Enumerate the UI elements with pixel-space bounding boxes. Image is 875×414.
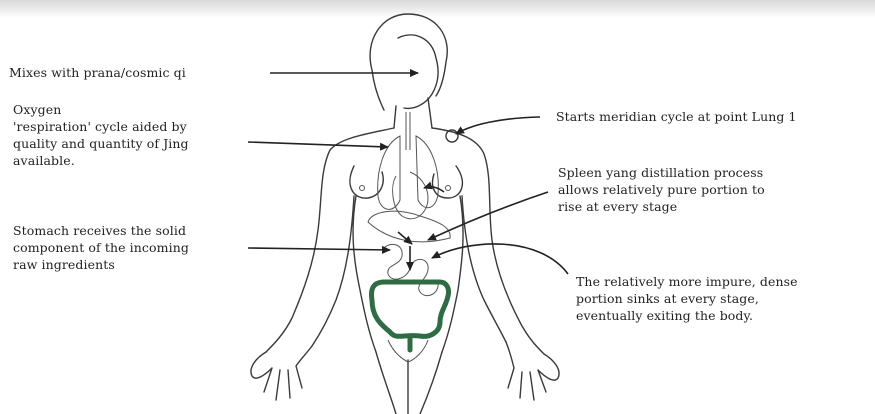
label-line: Spleen yang distillation process xyxy=(558,164,765,181)
label-line: portion sinks at every stage, xyxy=(576,290,798,307)
hand-left xyxy=(251,346,312,400)
stomach-organ xyxy=(393,172,428,219)
label-line: The relatively more impure, dense xyxy=(576,273,798,290)
torso-outline-right xyxy=(432,128,544,354)
hair-outline xyxy=(370,14,447,110)
label-line: Stomach receives the solid xyxy=(13,222,189,239)
nipple-left xyxy=(360,186,365,191)
label-line: Starts meridian cycle at point Lung 1 xyxy=(556,108,797,125)
arm-inner-right xyxy=(462,196,506,342)
label-prana: Mixes with prana/cosmic qi xyxy=(9,64,186,81)
waist-left xyxy=(353,196,376,352)
label-spleen: Spleen yang distillation process allows … xyxy=(558,164,765,215)
hand-right xyxy=(506,342,559,400)
label-line: Mixes with prana/cosmic qi xyxy=(9,64,186,81)
arrow-impure xyxy=(432,244,568,274)
nipple-right xyxy=(446,186,451,191)
label-line: 'respiration' cycle aided by xyxy=(13,118,189,135)
arrow-side-flow xyxy=(398,232,412,244)
neck-outline xyxy=(394,98,432,128)
label-line: available. xyxy=(13,152,189,169)
label-line: Oxygen xyxy=(13,101,189,118)
lung-right xyxy=(416,136,438,208)
label-line: allows relatively pure portion to xyxy=(558,181,765,198)
label-line: eventually exiting the body. xyxy=(576,307,798,324)
arm-inner-left xyxy=(312,196,354,346)
liver-organ xyxy=(368,211,450,242)
label-meridian: Starts meridian cycle at point Lung 1 xyxy=(556,108,797,125)
face-outline xyxy=(398,35,438,108)
label-stomach: Stomach receives the solid component of … xyxy=(13,222,189,273)
label-line: quality and quantity of Jing xyxy=(13,135,189,152)
waist-right xyxy=(442,196,463,352)
arrow-meridian xyxy=(456,117,540,134)
arrow-stomach-inflow xyxy=(248,248,390,250)
label-impure: The relatively more impure, dense portio… xyxy=(576,273,798,324)
label-oxygen: Oxygen 'respiration' cycle aided by qual… xyxy=(13,101,189,169)
trachea xyxy=(406,112,410,150)
arrow-spleen xyxy=(428,192,548,240)
label-line: rise at every stage xyxy=(558,198,765,215)
label-line: component of the incoming xyxy=(13,239,189,256)
arrow-oxygen xyxy=(248,142,388,147)
label-line: raw ingredients xyxy=(13,256,189,273)
